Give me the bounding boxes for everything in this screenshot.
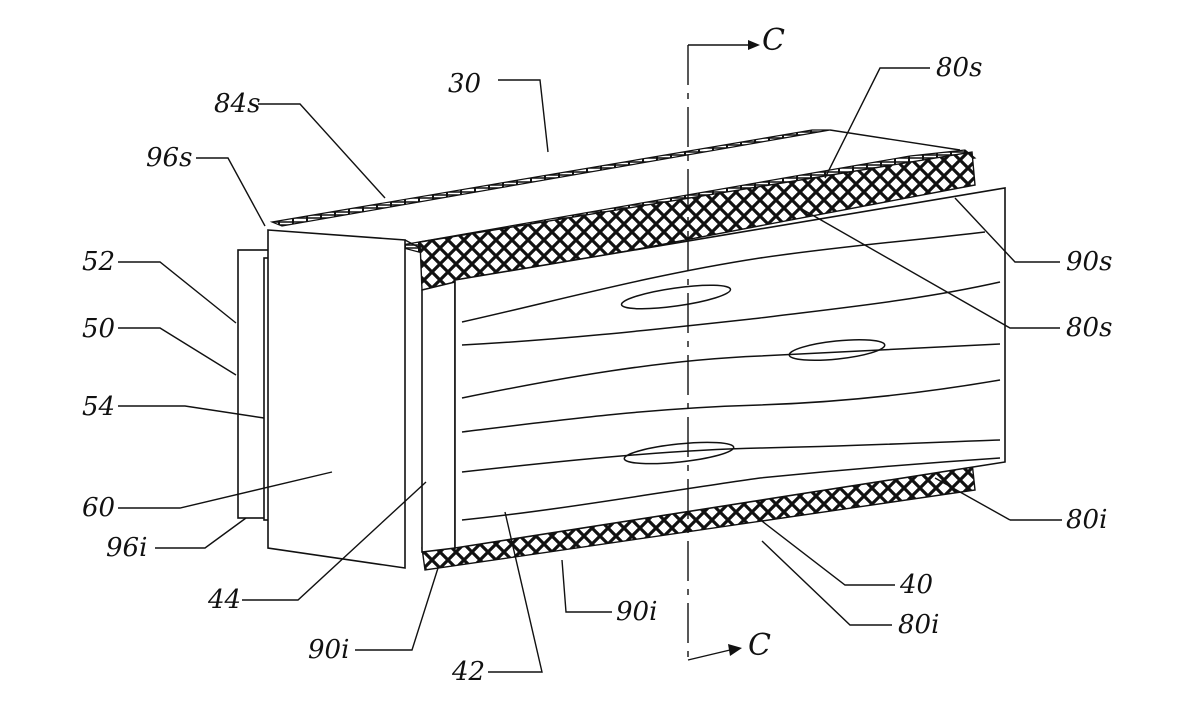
ref-90s: 90s	[1066, 247, 1112, 277]
ref-80i-right: 80i	[1066, 505, 1107, 535]
ref-80s-top: 80s	[936, 53, 982, 83]
upper-mesh-90s	[419, 151, 976, 291]
section-arrow-bottom	[687, 649, 731, 661]
ref-40: 40	[899, 570, 933, 600]
top-rear-edge	[829, 129, 961, 151]
section-arrow-bottom-head	[728, 644, 742, 656]
ref-84s: 84s	[214, 89, 260, 119]
ref-42: 42	[451, 657, 485, 687]
ref-52: 52	[82, 247, 115, 277]
ref-96s: 96s	[146, 143, 192, 173]
wood-grain	[461, 231, 1001, 521]
ref-60: 60	[82, 493, 115, 523]
ref-54: 54	[82, 392, 115, 422]
ref-30: 30	[448, 69, 481, 99]
ref-80i-low: 80i	[898, 610, 939, 640]
ref-50: 50	[82, 314, 115, 344]
end-panel-edge	[404, 239, 421, 249]
ref-44: 44	[207, 585, 241, 615]
end-panel-60	[267, 229, 406, 569]
ref-80s-inner: 80s	[1066, 313, 1112, 343]
ref-96i: 96i	[106, 533, 147, 563]
ref-90i-left: 90i	[308, 635, 349, 665]
panel-edge-44	[421, 280, 456, 553]
section-label-top: C	[762, 23, 785, 58]
section-arrow-top-head	[748, 40, 760, 50]
leader-lines	[118, 67, 1062, 673]
section-label-bottom: C	[748, 628, 771, 663]
ref-90i-mid: 90i	[616, 597, 657, 627]
